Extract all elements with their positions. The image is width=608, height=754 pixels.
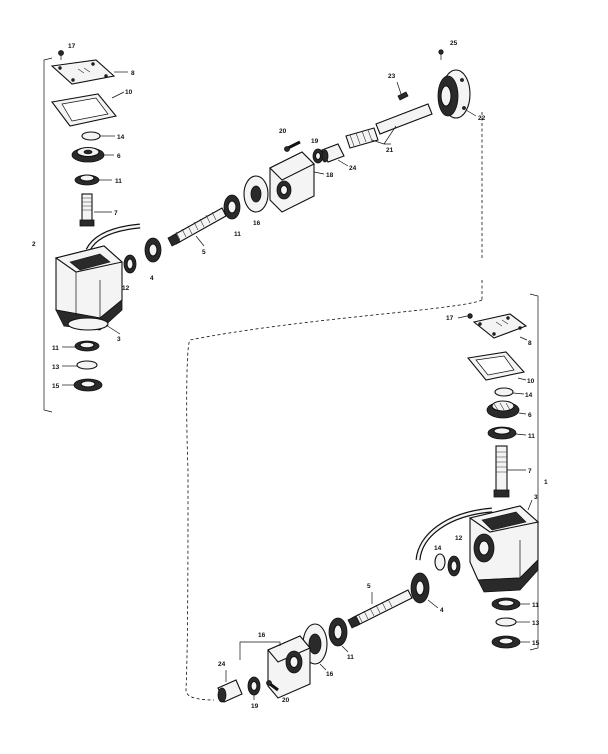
- callout-upper-seal-12: 12: [122, 285, 130, 292]
- callout-upper-gear-6: 6: [117, 153, 121, 160]
- lower-assembly-bracket: [529, 293, 539, 651]
- callout-lower-flange-16: 16: [326, 671, 334, 678]
- callout-lower-ring-14: 14: [525, 392, 533, 399]
- callout-upper-sleeve-24: 24: [349, 165, 357, 172]
- callout-upper-shaft-5: 5: [202, 249, 206, 256]
- callout-lower-bearing-11e: 11: [347, 654, 354, 661]
- lower-gear-6: [486, 400, 520, 419]
- callout-upper-pinion-shaft-7: 7: [114, 210, 118, 217]
- upper-assembly: 2 17 8 10 14: [32, 40, 486, 413]
- lower-housing-3: [468, 505, 540, 593]
- upper-shaft-21: [345, 103, 433, 149]
- lower-screw-17: [467, 313, 473, 319]
- callout-upper-bearing-11a: 11: [115, 178, 122, 185]
- upper-assembly-bracket: [43, 57, 53, 413]
- callout-lower-gear-6: 6: [528, 412, 532, 419]
- lower-bracket-16: [267, 635, 311, 699]
- callout-lower-seal-19: 19: [251, 703, 259, 710]
- upper-seal-12: [123, 254, 137, 274]
- callout-upper-screw-17: 17: [68, 43, 76, 50]
- callout-lower-bolt-20: 20: [282, 697, 290, 704]
- lower-ring-14: [494, 387, 514, 397]
- callout-lower-seal-12: 12: [455, 535, 463, 542]
- lower-pinion-shaft-7: [493, 445, 510, 498]
- upper-screw-25: [438, 49, 444, 60]
- callout-upper-bolt-20: 20: [279, 128, 287, 135]
- upper-bracket-18: [269, 151, 315, 213]
- lower-cover-8: [472, 313, 528, 339]
- callout-upper-ring-14: 14: [117, 134, 125, 141]
- lower-bearing-4: [410, 572, 430, 604]
- callout-lower-housing-3: 3: [534, 494, 538, 501]
- upper-flange-16: [243, 175, 269, 213]
- lower-bearing-11c: [491, 597, 521, 611]
- callout-upper-bracket-18: 18: [326, 172, 334, 179]
- upper-screw-17: [58, 50, 64, 60]
- upper-bearing-11a: [74, 174, 100, 186]
- upper-bolt-20: [284, 140, 301, 152]
- upper-ring-13: [76, 360, 98, 370]
- callout-upper-housing-3: 3: [117, 336, 121, 343]
- lower-gasket-10: [466, 351, 526, 381]
- upper-cover-8: [50, 59, 116, 85]
- callout-lower-bearing-11a: 11: [528, 433, 535, 440]
- upper-bearing-11c: [74, 340, 100, 352]
- lower-bearing-15: [491, 635, 521, 649]
- callout-lower-ring-13: 13: [532, 620, 540, 627]
- lower-ring-13: [495, 617, 517, 627]
- callout-upper-key-23: 23: [388, 73, 396, 80]
- upper-housing-3: [54, 245, 124, 331]
- callout-lower-shaft-5: 5: [367, 583, 371, 590]
- upper-bearing-11e: [223, 194, 241, 220]
- callout-lower-bearing-15: 15: [532, 640, 540, 647]
- callout-upper-flange-16: 16: [253, 220, 261, 227]
- callout-upper-screw-25: 25: [450, 40, 458, 47]
- upper-sleeve-24: [321, 143, 345, 163]
- upper-pinion-shaft-7: [79, 193, 95, 227]
- upper-shaft-5: [167, 207, 227, 247]
- callout-lower-cover-8: 8: [528, 340, 532, 347]
- lower-sleeve-24: [217, 679, 243, 703]
- upper-gasket-10: [51, 93, 117, 127]
- callout-lower-bearing-11c: 11: [532, 602, 539, 609]
- lower-assembly: 1 17 8 10 14: [217, 293, 548, 710]
- callout-upper-bearing-4: 4: [150, 275, 154, 282]
- connecting-dashed-line: [185, 299, 483, 701]
- callout-upper-seal-19: 19: [311, 138, 319, 145]
- callout-upper-bearing-15: 15: [52, 383, 60, 390]
- callout-lower-pinion-shaft-7: 7: [528, 468, 532, 475]
- lower-ring-14b: [434, 553, 446, 571]
- callout-upper-assembly: 2: [32, 241, 36, 248]
- callout-lower-sleeve-24: 24: [218, 661, 226, 668]
- callout-lower-ring-14b: 14: [434, 545, 442, 552]
- lower-shaft-5: [347, 589, 413, 629]
- lower-seal-19: [247, 676, 261, 696]
- upper-bearing-4: [144, 237, 162, 263]
- upper-ring-14: [81, 131, 101, 141]
- callout-lower-bearing-4: 4: [440, 607, 444, 614]
- callout-lower-assembly: 1: [544, 479, 548, 486]
- lower-bearing-11e: [328, 617, 348, 647]
- callout-lower-bracket-16: 16: [258, 632, 266, 639]
- upper-hub-22: [437, 69, 471, 119]
- upper-bearing-15: [73, 378, 103, 392]
- callout-upper-bearing-11e: 11: [234, 231, 241, 238]
- upper-gear-6: [71, 146, 105, 163]
- callout-upper-gasket-10: 10: [125, 89, 133, 96]
- upper-key-23: [397, 91, 409, 101]
- callout-lower-screw-17: 17: [446, 315, 454, 322]
- callout-lower-gasket-10: 10: [527, 378, 535, 385]
- upper-seal-19: [312, 148, 324, 164]
- callout-upper-bearing-11c: 11: [52, 345, 59, 352]
- lower-bolt-20: [266, 680, 279, 692]
- callout-upper-shaft-21: 21: [386, 147, 394, 154]
- lower-seal-12: [447, 555, 461, 577]
- lower-bearing-11a: [487, 426, 517, 440]
- callout-upper-cover-8: 8: [131, 70, 135, 77]
- callout-upper-ring-13: 13: [52, 364, 60, 371]
